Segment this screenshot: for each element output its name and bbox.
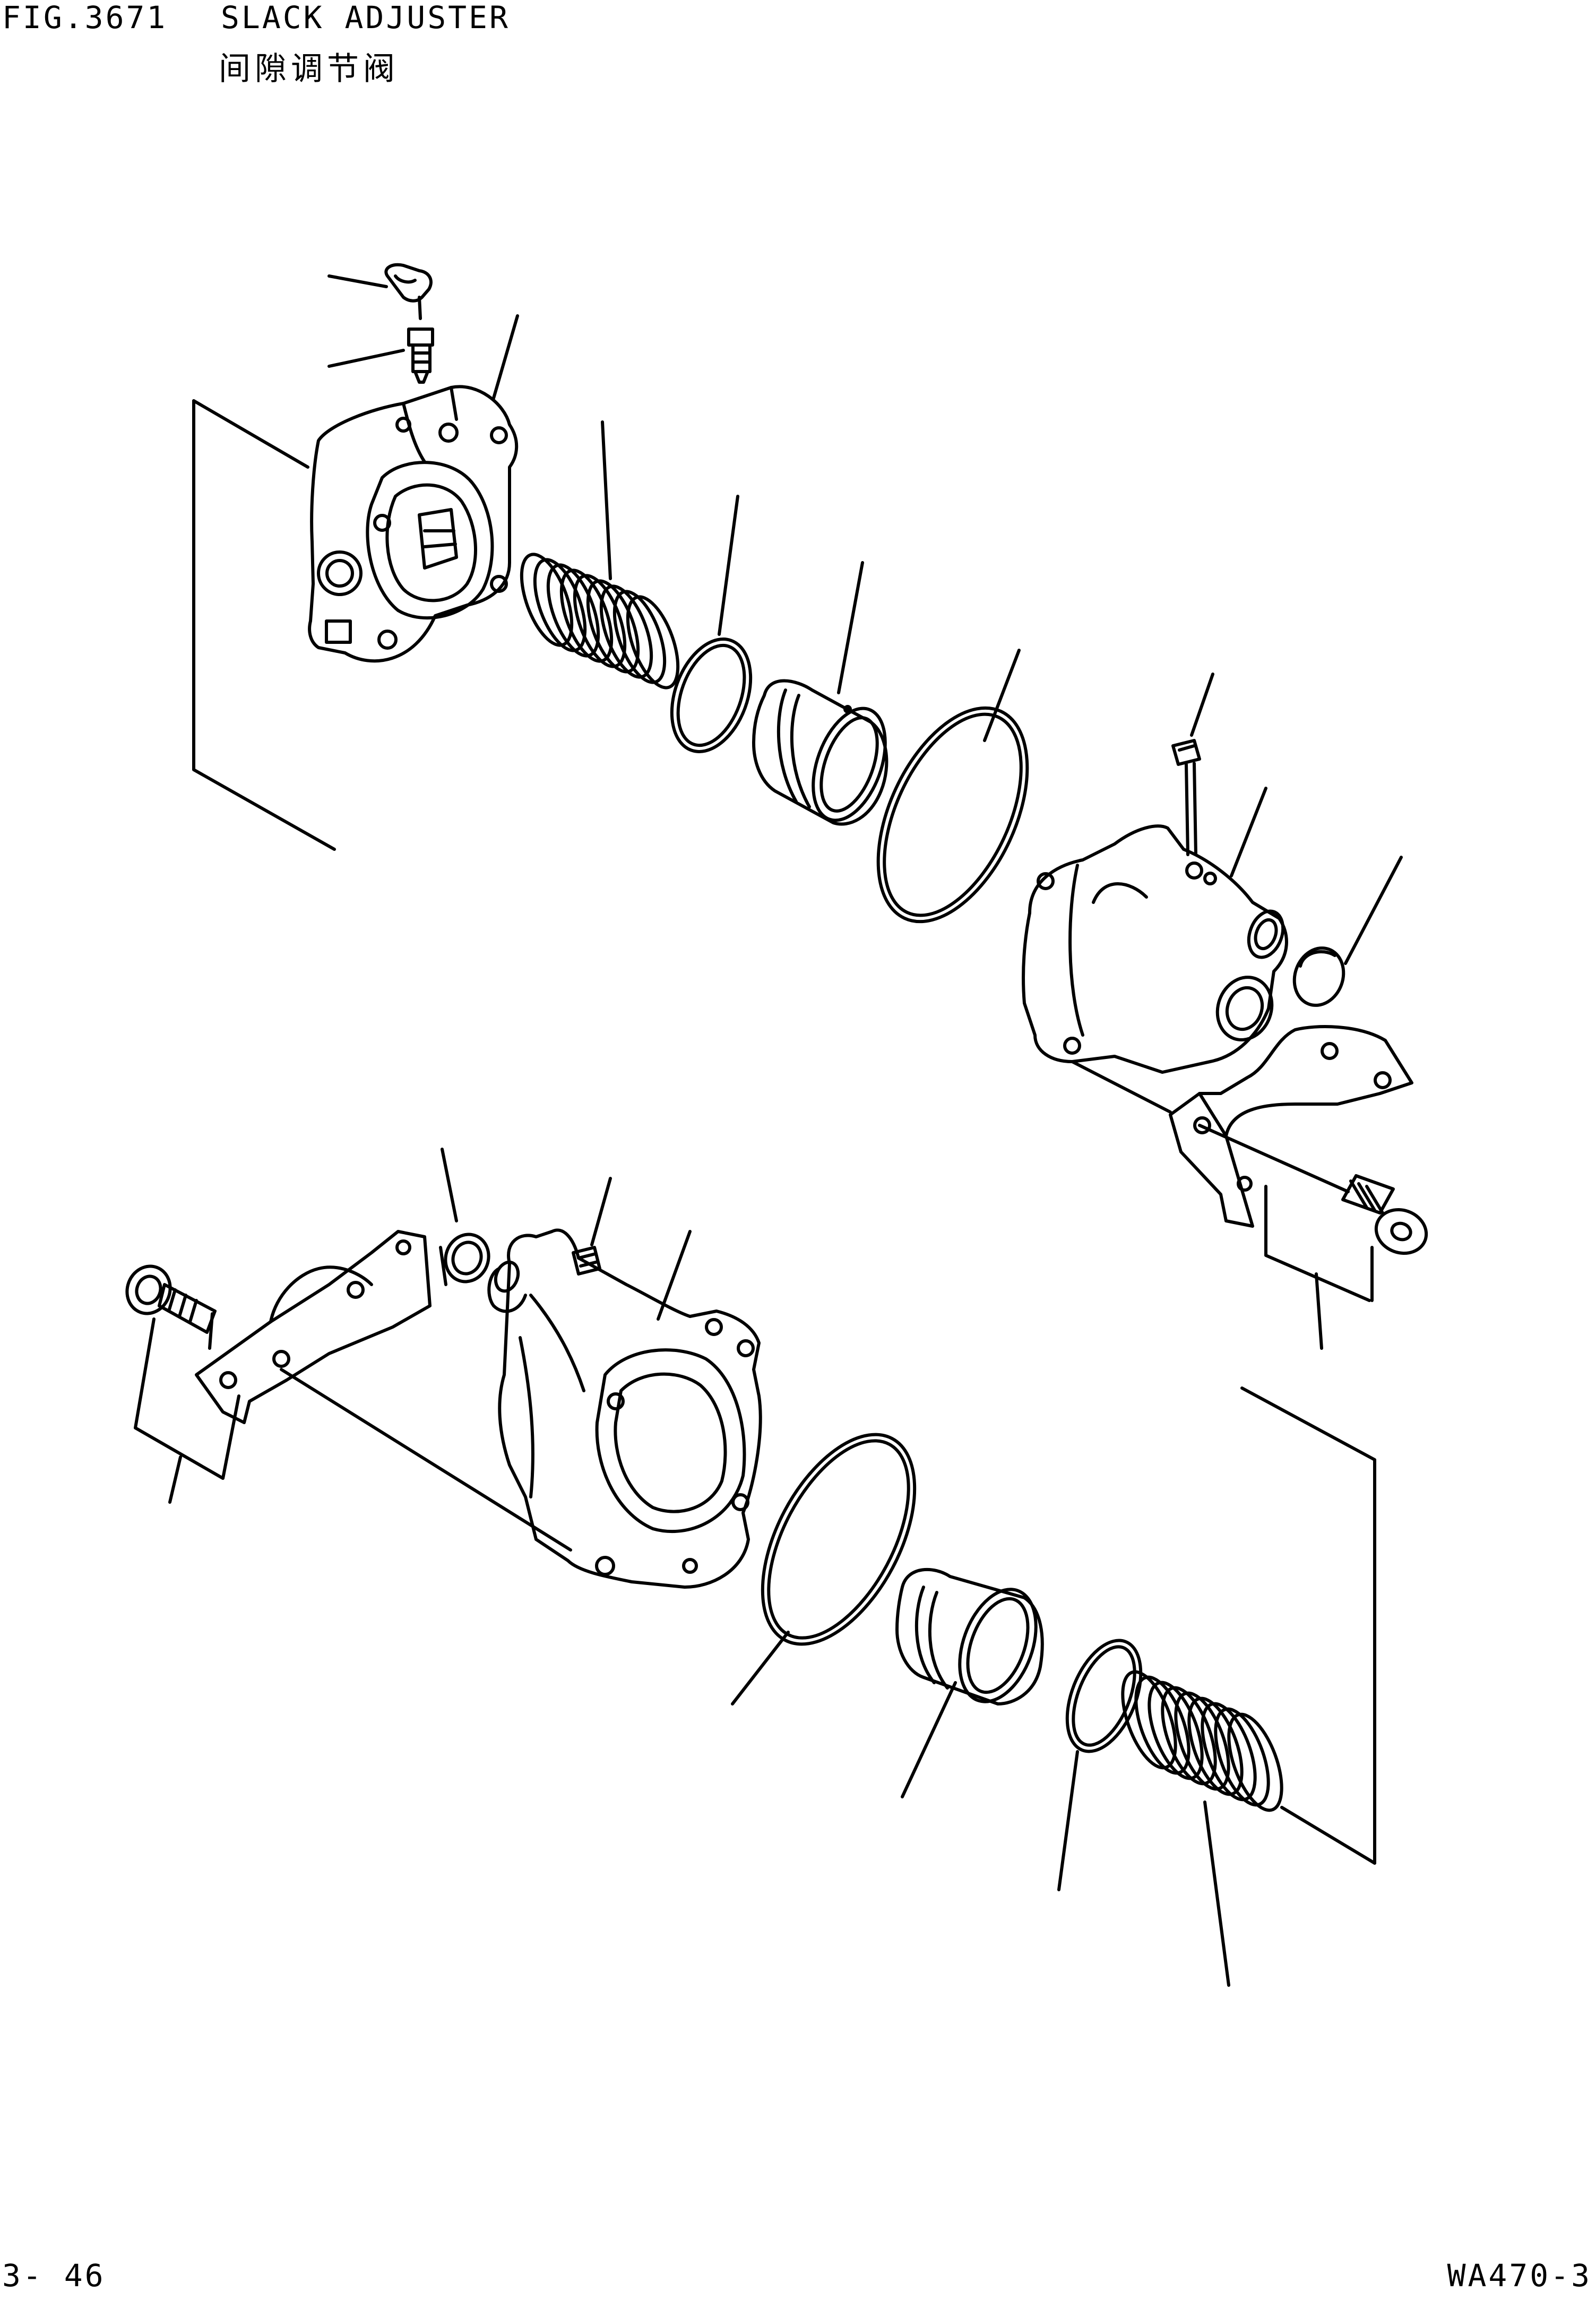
callout-line (657, 1230, 692, 1321)
callout-line (1230, 787, 1267, 877)
callout-line (590, 1177, 612, 1246)
upper-small-o-ring-part (670, 638, 753, 753)
page-number: 3- 46 (2, 2258, 106, 2294)
lower-bolt-part (125, 1264, 217, 1334)
lower-sleeve-part (895, 1567, 1044, 1705)
lower-spring-part (1121, 1670, 1283, 1812)
disc-part (1292, 946, 1345, 1007)
callout-line (601, 420, 612, 580)
upper-bracket-part (1169, 1025, 1413, 1228)
callout-line (731, 1631, 790, 1705)
upper-large-o-ring-part (876, 706, 1029, 924)
figure-number: FIG.3671 (2, 0, 168, 36)
callout-line (718, 495, 739, 636)
lower-valve-body-part (487, 1228, 762, 1589)
lower-small-o-ring-part (1065, 1639, 1143, 1753)
callout-line (492, 314, 519, 400)
callout-line (837, 561, 864, 694)
lower-bracket-part (195, 1230, 432, 1424)
upper-valve-body-part (308, 385, 519, 663)
plug-part (1171, 739, 1201, 856)
upper-spring-part (520, 553, 680, 690)
lower-large-o-ring-part (761, 1433, 917, 1646)
upper-bolt-part (1341, 1174, 1428, 1255)
cap-part (384, 263, 433, 320)
grease-fitting-part (407, 328, 434, 384)
callout-line (1203, 1801, 1230, 1987)
callout-line (901, 1681, 957, 1798)
callout-line (1190, 673, 1214, 737)
assembly-bracket-lines (134, 399, 1376, 1865)
model-number: WA470-3 (1447, 2258, 1592, 2294)
figure-title: SLACK ADJUSTER (221, 0, 510, 36)
callout-line (327, 274, 388, 288)
callout-line (1057, 1750, 1079, 1891)
upper-sleeve-part (752, 679, 888, 826)
callout-line (441, 1148, 458, 1222)
lower-small-ring-part (439, 1233, 490, 1286)
figure-title-chinese: 间隙调节阀 (219, 50, 399, 88)
callout-line (1344, 856, 1403, 965)
callout-line (983, 649, 1021, 742)
right-upper-housing-part (1022, 824, 1288, 1074)
callout-line (327, 349, 405, 368)
